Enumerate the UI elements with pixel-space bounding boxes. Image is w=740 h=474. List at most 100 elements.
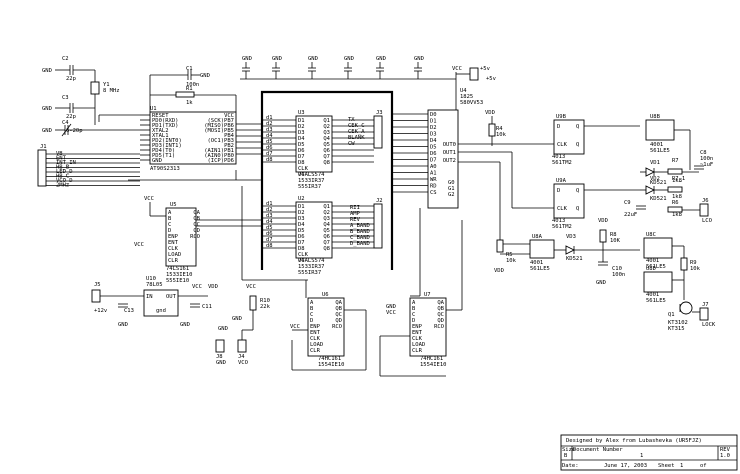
u3pins-in-label: D8 <box>298 160 305 166</box>
svg-text:U10: U10 <box>146 276 156 282</box>
u2pins-out-label: Q8 <box>323 246 330 252</box>
svg-text:C9: C9 <box>624 200 631 206</box>
svg-text:4001: 4001 <box>650 142 663 148</box>
svg-text:C8: C8 <box>700 150 707 156</box>
svg-text:Size: Size <box>562 447 575 453</box>
top-decoupling-caps: GND GND GND GND GND GND <box>242 56 424 79</box>
svg-text:C4: C4 <box>62 120 69 126</box>
svg-text:D: D <box>557 188 560 194</box>
u5pins-out-label: QC <box>193 222 200 228</box>
j3-pin-label: BLANK <box>348 135 365 141</box>
svg-text:22p: 22p <box>66 114 76 120</box>
u8a-gate: U8A 4001 561LE5 <box>500 234 555 272</box>
svg-text:D: D <box>557 124 560 130</box>
u1-pin-label: XTAL1 <box>152 133 169 139</box>
u2pins-out-label: Q6 <box>323 234 330 240</box>
u1-pin-label: (MISO)PB6 <box>204 123 234 129</box>
u6pins-pin-label: ENP <box>310 324 321 330</box>
u7pins-out-label: QA <box>437 300 444 306</box>
u3pins-out-label: Q8 <box>323 160 330 166</box>
j-plus5v: +5v +5v <box>469 66 497 82</box>
u6pins-pin-label: D <box>310 318 313 324</box>
svg-text:100n: 100n <box>612 272 625 278</box>
svg-text:10k: 10k <box>506 258 517 264</box>
svg-text:C10: C10 <box>612 266 622 272</box>
svg-text:GND: GND <box>272 56 282 62</box>
svg-text:1k8: 1k8 <box>672 178 682 184</box>
j2-pin-label: A_BAND <box>350 223 370 229</box>
svg-text:J8: J8 <box>216 354 223 360</box>
svg-text:KD521: KD521 <box>650 180 667 186</box>
j3-pin-label: CW <box>348 141 355 147</box>
u4-pin-label: D0 <box>430 112 437 118</box>
r8-c10: VDD R8 10K C10 100n GND <box>596 218 625 286</box>
u3pins-in-label: D5 <box>298 142 305 148</box>
svg-text:VD1: VD1 <box>650 160 660 166</box>
u2pins-in-label: D1 <box>298 204 305 210</box>
u8d-gate: U8D 4001 561LE5 <box>643 266 684 304</box>
svg-text:C2: C2 <box>62 56 69 62</box>
svg-text:R6: R6 <box>672 200 679 206</box>
svg-text:U8C: U8C <box>646 232 656 238</box>
u2pins-bus-label: d5 <box>266 225 273 231</box>
j3-pin-label: CEK_A <box>348 129 365 135</box>
svg-text:U1: U1 <box>150 106 157 112</box>
u4-pin-label: D2 <box>430 125 437 131</box>
j4-connector: J4 VCO <box>237 339 248 366</box>
svg-text:~1uF: ~1uF <box>700 162 713 168</box>
j6-connector: J6 LCO <box>699 198 712 224</box>
u4-pin-label: A1 <box>430 171 437 177</box>
svg-text:1533IE10: 1533IE10 <box>166 272 193 278</box>
u3pins-oc: OC <box>298 172 305 178</box>
svg-text:IN: IN <box>146 294 153 300</box>
u7pins-pin-label: LOAD <box>412 342 425 348</box>
u1-pin-label: PD5(T1) <box>152 153 175 159</box>
u4-gate-label: G1 <box>448 186 455 192</box>
u1-pin-label: (MOSI)PB5 <box>204 128 234 134</box>
svg-text:J3: J3 <box>376 110 383 116</box>
svg-text:561LE5: 561LE5 <box>650 148 670 154</box>
svg-text:GND: GND <box>242 56 252 62</box>
svg-text:74ALS574: 74ALS574 <box>298 172 325 178</box>
svg-text:Q1: Q1 <box>668 312 675 318</box>
u2pins-out-label: Q2 <box>323 210 330 216</box>
u1-pin-label: GND <box>152 158 162 164</box>
svg-text:4001: 4001 <box>646 292 659 298</box>
u3pins-out-label: Q3 <box>323 130 330 136</box>
svg-text:Q: Q <box>576 188 579 194</box>
u4-pin-label: D4 <box>430 138 437 144</box>
u3pins-bus-label: d8 <box>266 157 273 163</box>
u7pins-pin-label: C <box>412 312 415 318</box>
svg-text:REV: REV <box>720 447 731 453</box>
svg-text:J1: J1 <box>40 144 47 150</box>
u3pins-out-label: Q6 <box>323 148 330 154</box>
u7pins-out-label: QB <box>437 306 444 312</box>
vcc-top: VCC <box>452 66 470 110</box>
u3pins-out-label: Q7 <box>323 154 330 160</box>
u3pins-in-label: D1 <box>298 118 305 124</box>
u3pins-bus-label: d7 <box>266 151 273 157</box>
svg-text:74ALS574: 74ALS574 <box>298 258 325 264</box>
u1-pin-label: RESET <box>152 113 169 119</box>
u6pins-pin-label: LOAD <box>310 342 323 348</box>
svg-text:R4: R4 <box>496 126 503 132</box>
svg-text:GND: GND <box>344 56 354 62</box>
u3pins-bus-label: d5 <box>266 139 273 145</box>
svg-text:GND: GND <box>376 56 386 62</box>
svg-text:U6: U6 <box>322 292 329 298</box>
svg-text:VDD: VDD <box>485 110 495 116</box>
u5pins-pin-label: ENT <box>168 240 179 246</box>
svg-text:U3: U3 <box>298 110 305 116</box>
u5pins-pin-label: A <box>168 210 172 216</box>
u3pins-clk: CLK <box>298 166 309 172</box>
svg-text:VCC: VCC <box>192 284 202 290</box>
vd1-r7: VD1 KD521 R7 1k8 C8 100n ~1uF <box>640 150 713 186</box>
u2pins-in-label: D3 <box>298 216 305 222</box>
j8-connector: GND J8 GND <box>215 326 228 366</box>
u8b-gate: U8B 4001 561LE5 <box>645 114 691 170</box>
svg-text:1.0: 1.0 <box>720 453 730 459</box>
svg-text:U9A: U9A <box>556 178 567 184</box>
